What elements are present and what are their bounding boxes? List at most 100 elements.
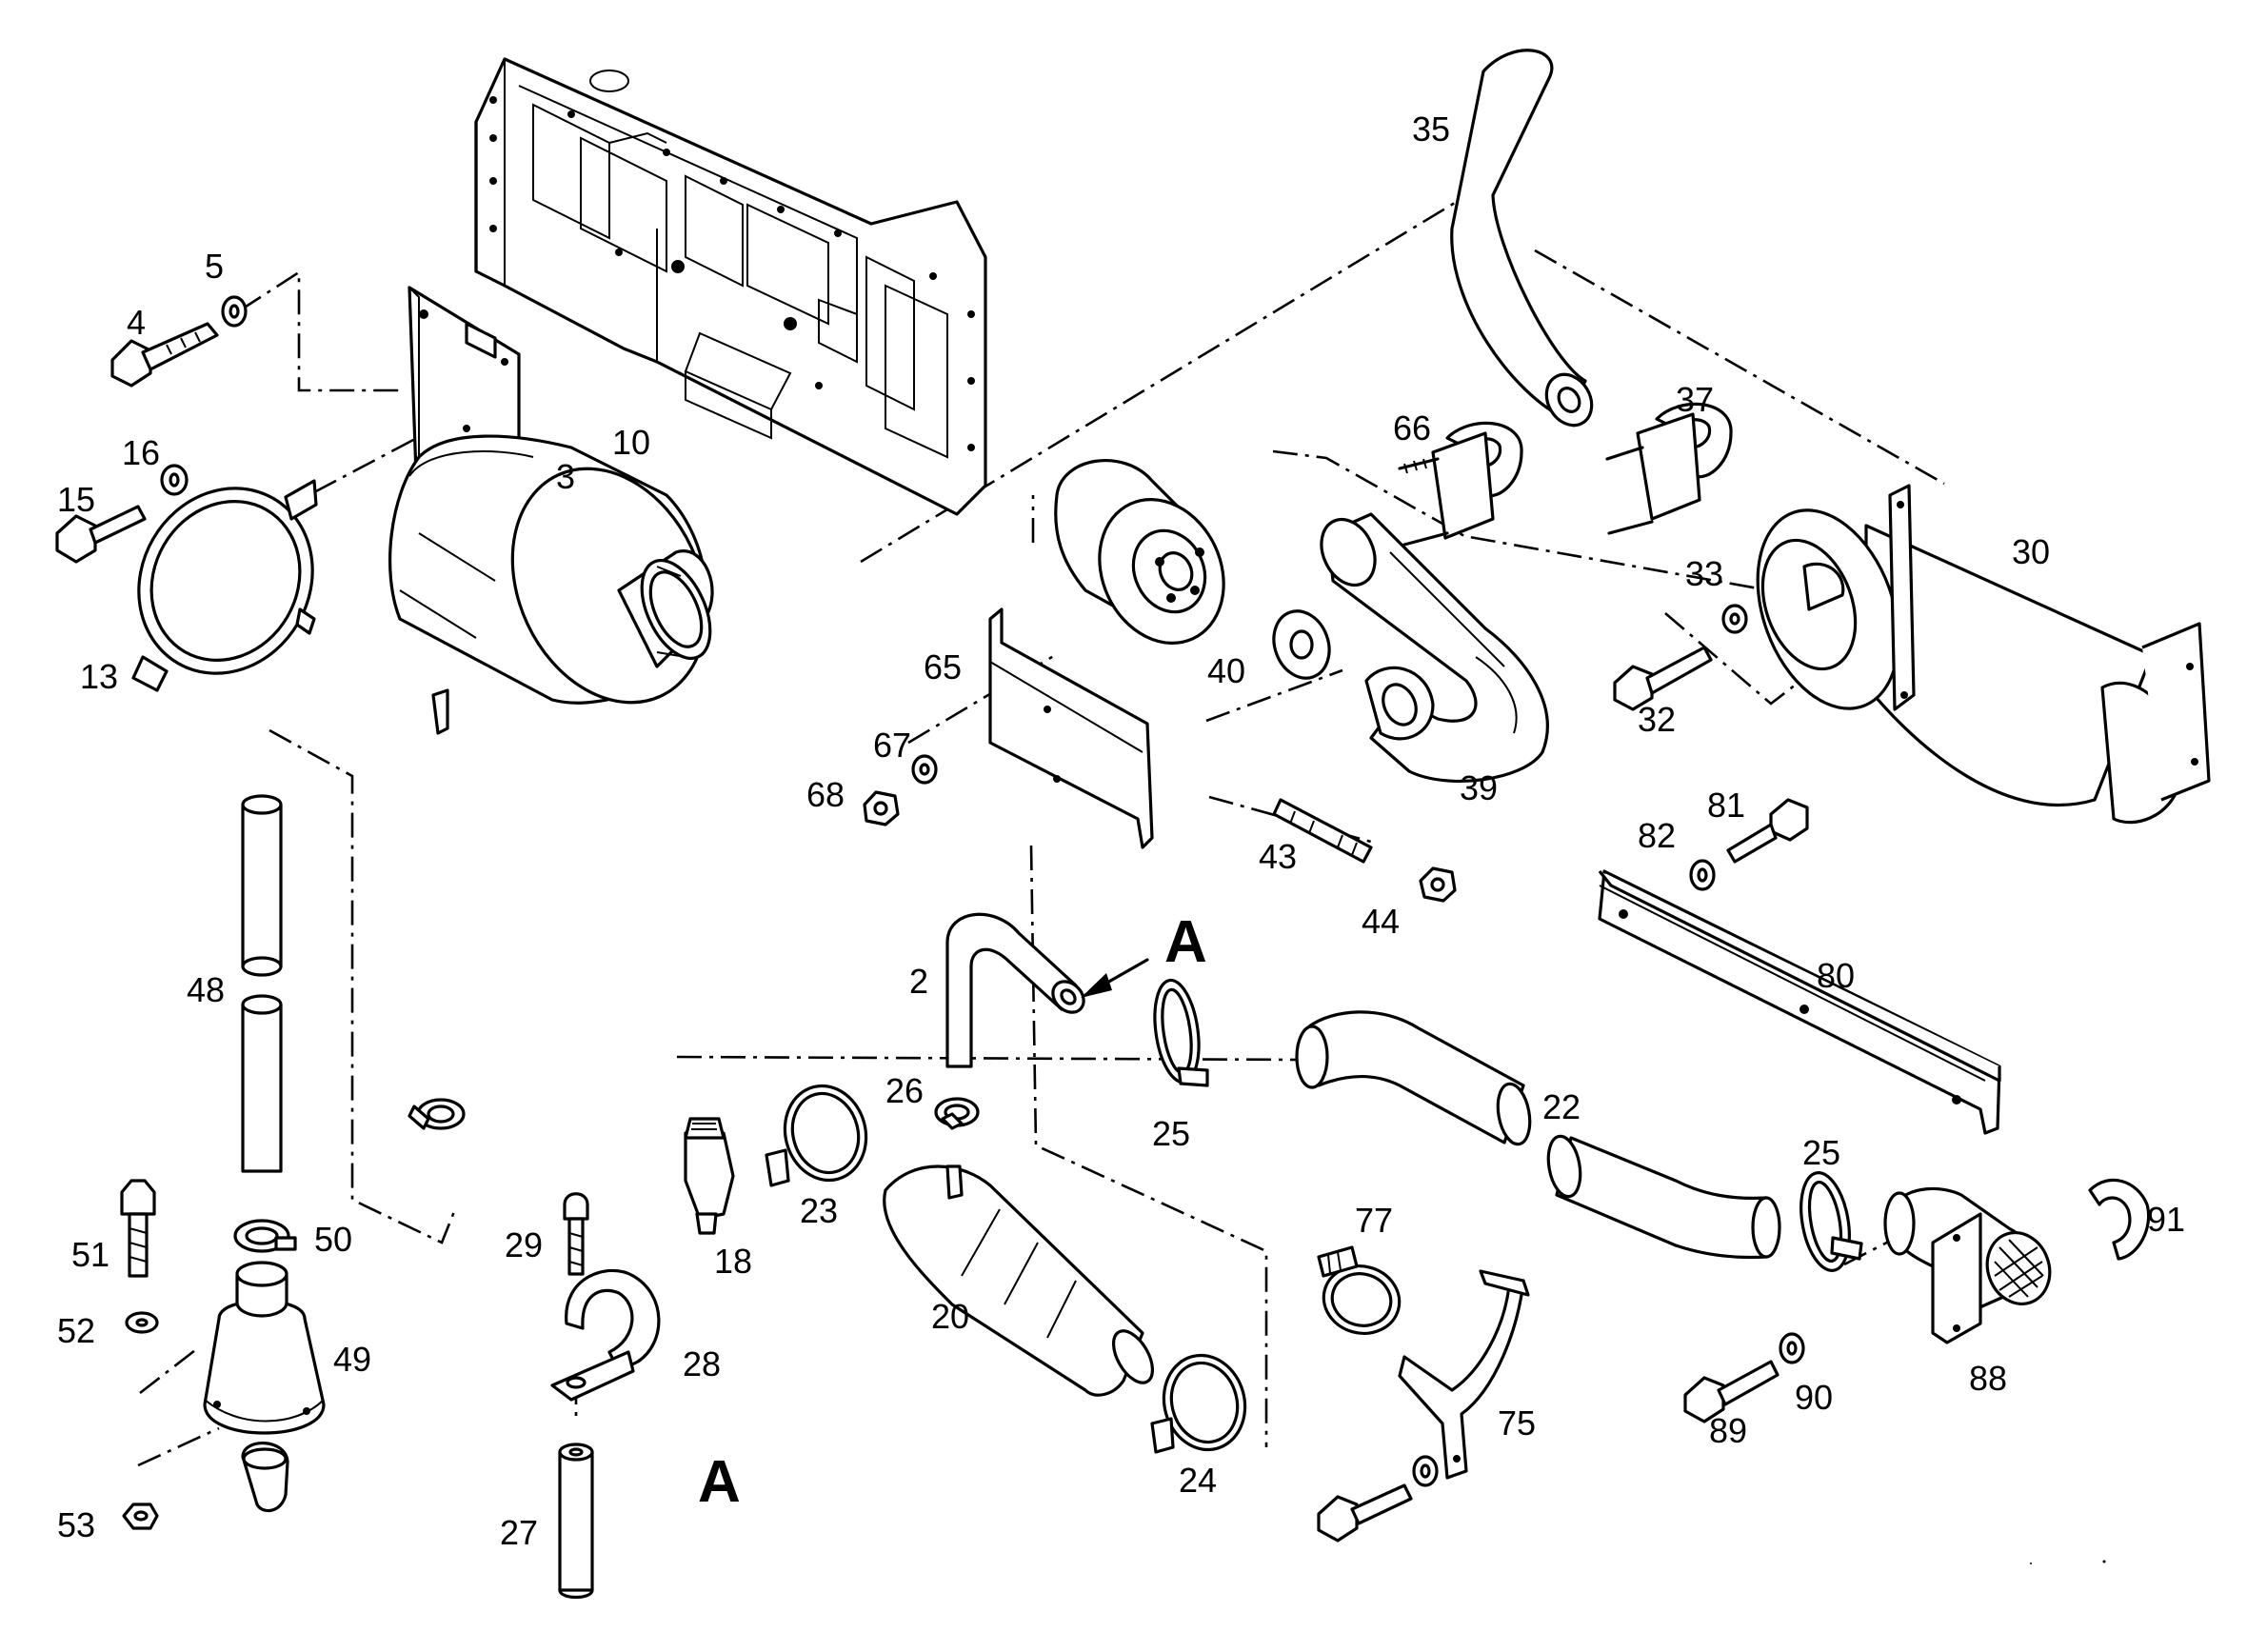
callout-50: 50 bbox=[314, 1220, 352, 1259]
callout-28: 28 bbox=[683, 1344, 721, 1383]
part-68-nut bbox=[863, 790, 900, 826]
callout-82: 82 bbox=[1638, 816, 1676, 855]
callout-67: 67 bbox=[873, 726, 911, 765]
part-4-bolt bbox=[110, 322, 219, 388]
part-35-exhaust-pipe bbox=[1450, 49, 1594, 428]
detail-marker-a-top: A bbox=[1164, 909, 1207, 975]
part-13-band-clamp bbox=[131, 479, 318, 692]
callout-39: 39 bbox=[1460, 768, 1498, 807]
callout-77: 77 bbox=[1355, 1201, 1393, 1240]
callout-2: 2 bbox=[909, 962, 928, 1001]
callout-37: 37 bbox=[1676, 380, 1714, 419]
callout-15: 15 bbox=[57, 480, 95, 519]
callout-27: 27 bbox=[500, 1513, 538, 1552]
part-67-washer bbox=[911, 754, 938, 785]
callout-81: 81 bbox=[1707, 786, 1745, 825]
callout-88: 88 bbox=[1969, 1359, 2007, 1398]
callout-91: 91 bbox=[2147, 1200, 2185, 1239]
callout-26: 26 bbox=[885, 1071, 924, 1110]
part-50-hose-clamp bbox=[233, 1219, 297, 1253]
part-44-nut bbox=[1419, 866, 1457, 903]
callout-90: 90 bbox=[1795, 1378, 1833, 1417]
part-82-washer bbox=[1689, 859, 1716, 891]
filter-hose-clamp bbox=[408, 1098, 466, 1130]
callout-25b: 25 bbox=[1802, 1133, 1840, 1172]
part-27-tube bbox=[558, 1443, 594, 1600]
bracket-bolt bbox=[1317, 1455, 1439, 1543]
part-20-intake-duct bbox=[883, 1164, 1155, 1397]
part-66-exhaust-clamp bbox=[1398, 421, 1523, 547]
callout-23: 23 bbox=[800, 1191, 838, 1230]
callout-43: 43 bbox=[1259, 837, 1297, 876]
callout-4: 4 bbox=[127, 303, 146, 342]
callout-49: 49 bbox=[333, 1340, 371, 1379]
part-91-seal bbox=[2088, 1178, 2151, 1261]
callout-51: 51 bbox=[71, 1235, 109, 1274]
callout-22: 22 bbox=[1542, 1087, 1581, 1126]
part-43-stud bbox=[1272, 798, 1373, 864]
part-90-washer bbox=[1779, 1332, 1805, 1364]
callout-33: 33 bbox=[1685, 554, 1723, 593]
part-24-hose-clamp bbox=[1150, 1353, 1247, 1454]
part-40-gasket bbox=[1272, 609, 1331, 680]
part-10-air-filter bbox=[388, 434, 714, 735]
part-65-heat-shield bbox=[988, 607, 1154, 849]
part-88-intake-elbow bbox=[1883, 1186, 2052, 1344]
part-81-bolt bbox=[1726, 798, 1809, 864]
part-37-exhaust-clamp bbox=[1605, 402, 1733, 535]
callout-25a: 25 bbox=[1152, 1114, 1190, 1153]
part-25-hose-clamp-a bbox=[1153, 978, 1209, 1087]
part-22-intake-hose bbox=[1295, 1010, 1781, 1260]
callout-40: 40 bbox=[1207, 651, 1245, 690]
detail-marker-a-bottom: A bbox=[698, 1449, 741, 1515]
detail-arrow bbox=[1081, 958, 1149, 998]
callout-30: 30 bbox=[2012, 532, 2050, 571]
part-52-washer bbox=[125, 1311, 159, 1334]
callout-3: 3 bbox=[556, 457, 575, 496]
callout-52: 52 bbox=[57, 1311, 95, 1350]
callout-89: 89 bbox=[1709, 1411, 1747, 1450]
callout-80: 80 bbox=[1817, 956, 1855, 995]
part-16-washer bbox=[160, 464, 189, 496]
part-80-support-bracket bbox=[1598, 869, 2001, 1135]
part-49-dust-valve bbox=[203, 1261, 326, 1513]
part-30-muffler bbox=[1756, 484, 2211, 825]
part-53-nut bbox=[122, 1503, 159, 1530]
part-89-bolt bbox=[1683, 1360, 1780, 1423]
callout-16: 16 bbox=[122, 433, 160, 472]
callout-10: 10 bbox=[612, 423, 650, 462]
part-29-screw bbox=[563, 1192, 589, 1276]
callout-65: 65 bbox=[924, 647, 962, 687]
turbocharger bbox=[1054, 459, 1225, 645]
part-51-bolt bbox=[120, 1179, 156, 1278]
callout-29: 29 bbox=[505, 1225, 543, 1264]
part-5-washer bbox=[221, 295, 248, 328]
part-77-hose-clamp bbox=[1317, 1245, 1402, 1335]
callout-68: 68 bbox=[806, 775, 845, 814]
part-26-hose-clamp bbox=[934, 1097, 980, 1130]
callout-53: 53 bbox=[57, 1505, 95, 1544]
part-15-bolt bbox=[55, 505, 147, 564]
callout-32: 32 bbox=[1638, 700, 1676, 739]
scan-dots bbox=[2030, 1560, 2106, 1564]
callout-35: 35 bbox=[1412, 109, 1450, 149]
callout-labels: 2 3 4 5 10 13 15 16 18 20 22 23 24 25 25… bbox=[57, 109, 2185, 1552]
part-39-exhaust-elbow bbox=[1320, 512, 1549, 783]
part-33-washer bbox=[1721, 604, 1748, 634]
part-32-bolt bbox=[1613, 646, 1713, 711]
part-2-hose bbox=[945, 912, 1085, 1068]
callout-48: 48 bbox=[187, 970, 225, 1009]
callout-66: 66 bbox=[1393, 408, 1431, 448]
part-23-hose-clamp bbox=[765, 1084, 868, 1187]
part-28-p-clamp bbox=[550, 1268, 661, 1402]
part-75-strap-bracket bbox=[1398, 1269, 1530, 1480]
callout-20: 20 bbox=[931, 1297, 969, 1336]
callout-24: 24 bbox=[1179, 1461, 1217, 1500]
callout-44: 44 bbox=[1362, 902, 1400, 941]
part-25-hose-clamp-b bbox=[1800, 1171, 1863, 1272]
engine-frame bbox=[474, 57, 987, 516]
callout-75: 75 bbox=[1498, 1403, 1536, 1443]
part-48-tube bbox=[241, 794, 283, 1173]
part-18-restriction-indicator bbox=[684, 1117, 735, 1235]
